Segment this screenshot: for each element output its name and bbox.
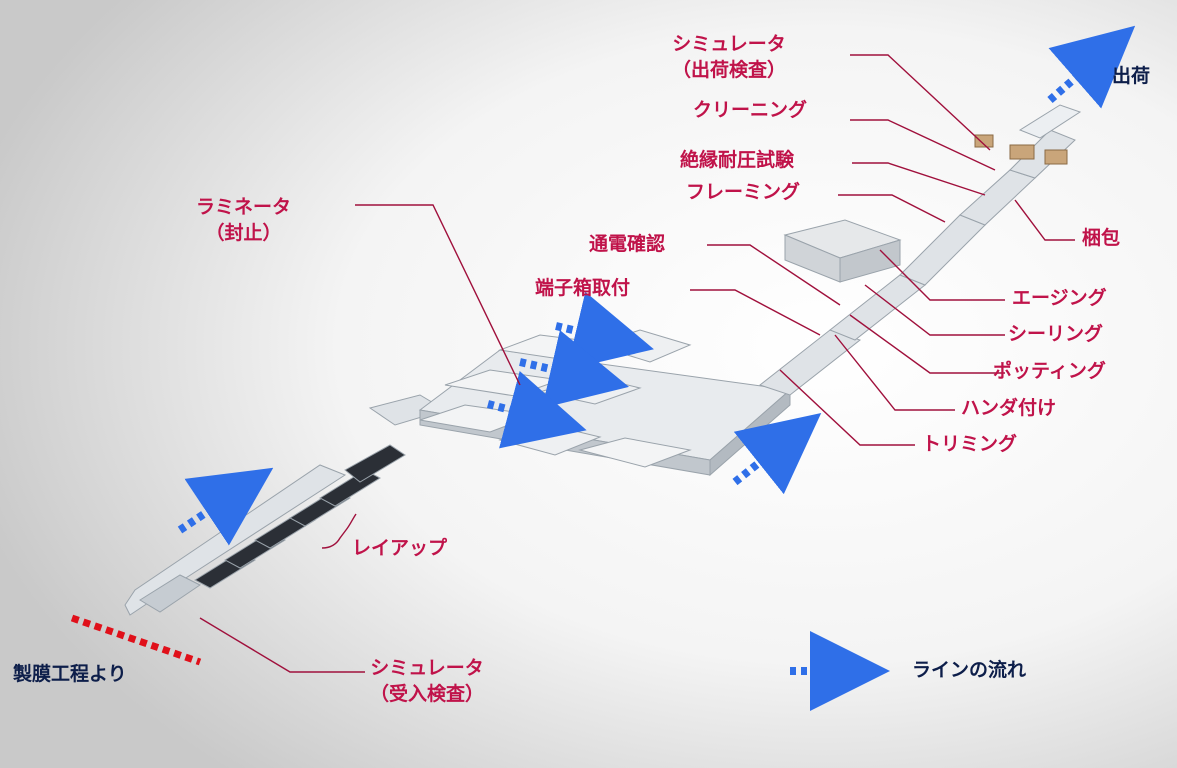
label-simulator-shipping-title: シミュレータ (672, 33, 786, 55)
label-trimming: トリミング (922, 433, 1018, 455)
label-cleaning: クリーニング (693, 99, 808, 121)
label-simulator-incoming-sub: （受入検査） (370, 682, 485, 705)
label-continuity-check: 通電確認 (589, 233, 666, 255)
label-laminator-title: ラミネータ (196, 196, 292, 218)
legend-line-flow-label: ラインの流れ (912, 659, 1027, 681)
label-layup: レイアップ (352, 537, 448, 559)
label-from-film-process: 製膜工程より (13, 663, 127, 685)
label-simulator-incoming: シミュレータ （受入検査） (370, 656, 484, 707)
label-sealing: シーリング (1008, 323, 1104, 345)
label-potting: ポッティング (993, 360, 1106, 382)
label-soldering: ハンダ付け (961, 397, 1057, 419)
label-aging: エージング (1012, 287, 1107, 309)
label-laminator-sub: （封止） (205, 221, 282, 244)
label-simulator-incoming-title: シミュレータ (370, 657, 484, 679)
layup-brace (321, 513, 357, 549)
label-laminator: ラミネータ （封止） (196, 195, 291, 246)
label-junction-box: 端子箱取付 (535, 277, 631, 299)
label-framing: フレーミング (686, 181, 801, 203)
label-packing: 梱包 (1082, 227, 1121, 249)
label-insulation-test: 絶縁耐圧試験 (680, 149, 795, 171)
leader-lines (199, 54, 1075, 673)
label-simulator-shipping-sub: （出荷検査） (672, 58, 787, 81)
flow-arrows (177, 25, 1136, 711)
label-shipping: 出荷 (1112, 65, 1151, 87)
label-simulator-shipping: シミュレータ （出荷検査） (672, 32, 786, 83)
entry-marker (70, 614, 202, 666)
